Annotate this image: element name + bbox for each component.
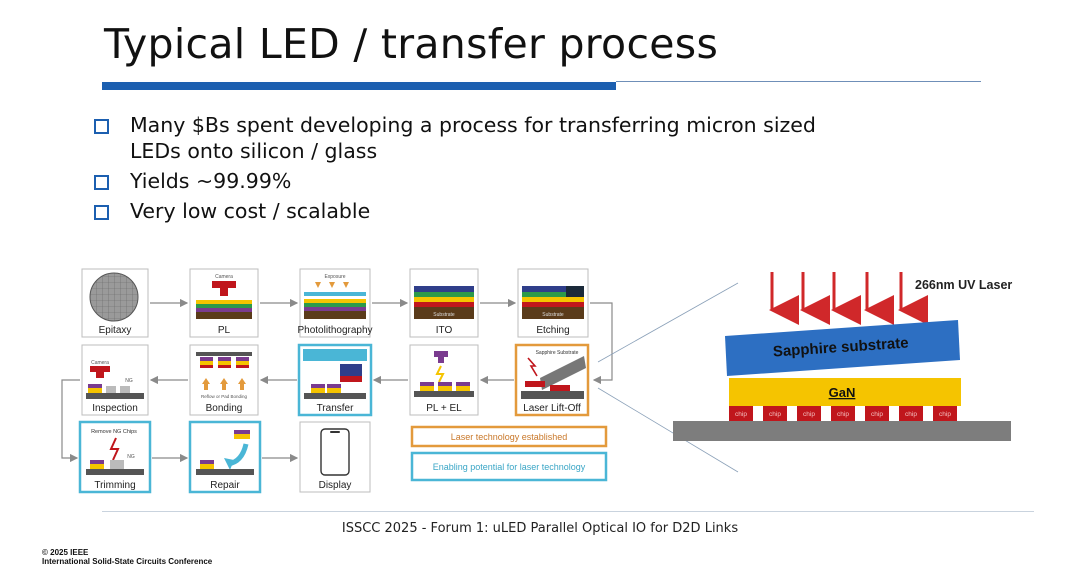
- chip: [831, 406, 855, 421]
- copyright-line1: © 2025 IEEE: [42, 548, 89, 557]
- step-label: PL + EL: [426, 403, 462, 414]
- checkbox-bullet-icon: [94, 205, 109, 220]
- bullet-text-cont: LEDs onto silicon / glass: [130, 139, 378, 163]
- step-label: Display: [319, 480, 352, 491]
- flow-arrows: [150, 298, 613, 385]
- chip-label: chip: [939, 411, 951, 418]
- step-label: Inspection: [92, 403, 138, 414]
- zoom-callout-lines: [597, 282, 739, 473]
- bullet-item: Yields ~99.99%: [94, 168, 874, 194]
- ng-tag: NG: [127, 454, 135, 460]
- chip: [763, 406, 787, 421]
- step-epitaxy: Epitaxy: [81, 268, 149, 338]
- step-sublabel: Sapphire Substrate: [536, 350, 579, 356]
- step-sublabel: Substrate: [542, 312, 564, 318]
- chip-label: chip: [803, 411, 815, 418]
- step-inspection: Camera NG Inspection: [81, 344, 149, 416]
- step-repair: Repair: [188, 420, 262, 494]
- legend-established: Laser technology established: [410, 425, 608, 448]
- title-underline-thick: [102, 82, 616, 90]
- legend-established-label: Laser technology established: [451, 432, 568, 442]
- chip-label: chip: [769, 411, 781, 418]
- chip: [899, 406, 923, 421]
- step-sublabel: Camera: [91, 360, 109, 366]
- step-bonding: Reflow or Pad Bonding Bonding: [189, 344, 259, 416]
- step-label: Laser Lift-Off: [523, 403, 581, 414]
- copyright: © 2025 IEEE International Solid-State Ci…: [42, 548, 212, 566]
- chip-row: chip chip chip chip chip chip chip: [729, 406, 957, 421]
- step-pl-el: PL + EL: [409, 344, 479, 416]
- flow-arrows-row2: [61, 375, 514, 463]
- step-label: Repair: [210, 480, 240, 491]
- bullet-text: Many $Bs spent developing a process for …: [130, 113, 816, 137]
- gan-layer: [729, 378, 961, 406]
- step-sublabel: Substrate: [433, 312, 455, 318]
- chip-label: chip: [735, 411, 747, 418]
- chip-label: chip: [837, 411, 849, 418]
- copyright-line2: International Solid-State Circuits Confe…: [42, 557, 213, 566]
- bullet-item: Very low cost / scalable: [94, 198, 874, 224]
- sapphire-substrate: [725, 320, 960, 376]
- chip-label: chip: [871, 411, 883, 418]
- chip-label: chip: [905, 411, 917, 418]
- step-etching: Substrate Etching: [517, 268, 589, 338]
- wafer-icon: [89, 272, 139, 322]
- legend-potential-label: Enabling potential for laser technology: [433, 462, 586, 472]
- step-label: Epitaxy: [99, 325, 132, 336]
- step-label: Trimming: [94, 480, 135, 491]
- step-sublabel: Reflow or Pad Bonding: [201, 394, 248, 399]
- step-laser-lift-off: Sapphire Substrate Laser Lift-Off: [514, 343, 590, 417]
- footer-text: ISSCC 2025 - Forum 1: uLED Parallel Opti…: [341, 521, 739, 536]
- checkbox-bullet-icon: [94, 119, 109, 134]
- step-label: Bonding: [206, 403, 243, 414]
- step-display: Display: [299, 421, 371, 493]
- step-label: Photolithography: [297, 325, 372, 336]
- step-label: ITO: [436, 325, 453, 336]
- legend-potential: Enabling potential for laser technology: [410, 451, 608, 482]
- title-underline-thin: [616, 81, 981, 82]
- chip: [933, 406, 957, 421]
- step-label: PL: [218, 325, 231, 336]
- bullet-text: Yields ~99.99%: [130, 169, 292, 193]
- phone-icon: [320, 428, 350, 476]
- footer-rule: [102, 511, 1034, 512]
- step-photolithography: Exposure Photolithography: [297, 268, 373, 338]
- chip: [729, 406, 753, 421]
- bullet-text: Very low cost / scalable: [130, 199, 371, 223]
- step-sublabel: Camera: [215, 274, 233, 280]
- bullet-item: Many $Bs spent developing a process for …: [94, 112, 874, 164]
- step-label: Transfer: [317, 403, 355, 414]
- ng-tag: NG: [125, 378, 133, 384]
- step-transfer: Transfer: [297, 343, 373, 417]
- llo-detail: 266nm UV Laser Sapphire substrate GaN ch…: [673, 272, 1012, 441]
- step-trimming: Remove NG Chips NG Trimming: [78, 420, 152, 494]
- step-pl: Camera PL: [189, 268, 259, 338]
- bullet-list: Many $Bs spent developing a process for …: [94, 112, 874, 228]
- checkbox-bullet-icon: [94, 175, 109, 190]
- slide-title: Typical LED / transfer process: [104, 20, 719, 68]
- laser-label: 266nm UV Laser: [915, 278, 1012, 292]
- step-label: Etching: [536, 325, 569, 336]
- uv-laser-arrows: [769, 272, 928, 325]
- chip: [797, 406, 821, 421]
- chip: [865, 406, 889, 421]
- step-sublabel: Exposure: [324, 274, 345, 280]
- step-ito: Substrate ITO: [409, 268, 479, 338]
- carrier-substrate: [673, 421, 1011, 441]
- step-sublabel: Remove NG Chips: [91, 429, 137, 435]
- gan-label: GaN: [829, 385, 856, 400]
